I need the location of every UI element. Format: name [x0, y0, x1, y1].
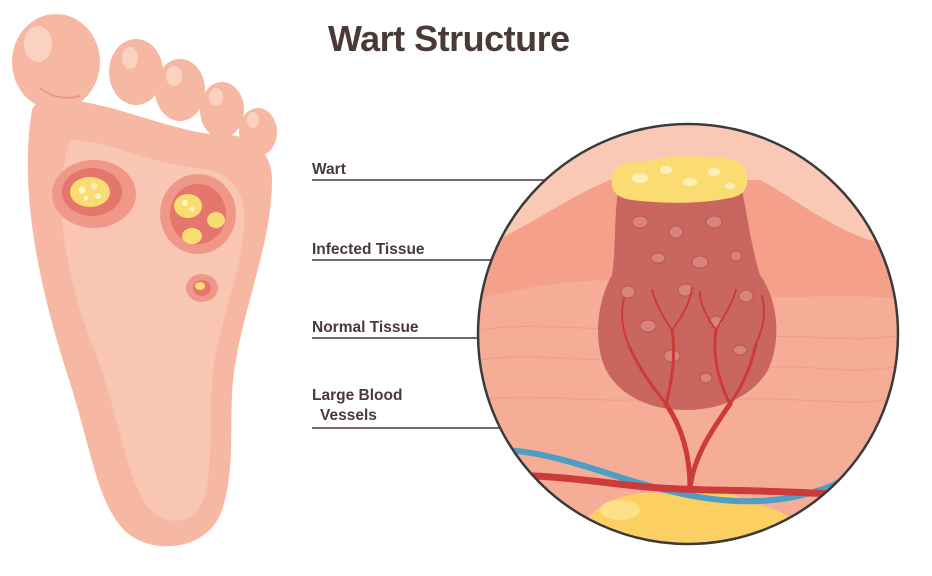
foot-wart-1: [52, 160, 136, 228]
magnified-skin-cross-section: [478, 124, 898, 544]
label-large-blood-vessels-line1: Large Blood: [312, 387, 403, 404]
toe-4: [200, 82, 244, 138]
toe-highlight: [209, 88, 223, 106]
toe-crease: [39, 87, 81, 99]
diagram-title: Wart Structure: [328, 18, 570, 59]
toe-highlight: [247, 112, 259, 128]
foot-illustration: [12, 14, 277, 547]
toe-2: [109, 39, 163, 105]
label-large-blood-vessels-line2: Vessels: [320, 407, 377, 424]
fat-highlight: [600, 500, 640, 520]
artery: [478, 472, 898, 504]
label-normal-tissue: Normal Tissue: [312, 319, 419, 336]
infected-cells: [620, 215, 754, 384]
toe-highlight: [166, 66, 182, 86]
infected-tissue-mass: [598, 190, 777, 410]
toe-highlight: [122, 47, 138, 69]
magnifier-outline: [476, 122, 900, 546]
wart-cap-texture: [632, 166, 735, 189]
blood-vessel-tree: [621, 287, 765, 491]
label-infected-tissue: Infected Tissue: [312, 241, 425, 258]
foot-wart-3: [186, 274, 218, 302]
toe-highlight: [24, 26, 52, 62]
label-wart: Wart: [312, 161, 346, 178]
foot-wart-2: [160, 174, 236, 254]
toe-3: [155, 59, 205, 121]
wart-cap: [611, 155, 748, 203]
